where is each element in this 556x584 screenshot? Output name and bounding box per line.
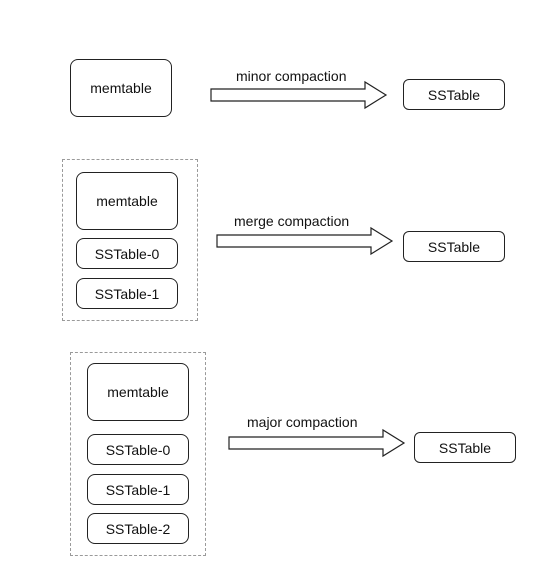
major-compaction-arrow (228, 428, 406, 458)
sstable-target-label: SSTable (427, 238, 481, 255)
sstable-0-label: SSTable-0 (94, 245, 160, 262)
sstable-0-label: SSTable-0 (105, 441, 171, 458)
major-compaction-label: major compaction (247, 414, 358, 430)
minor-compaction-label: minor compaction (236, 68, 347, 84)
sstable-target-box: SSTable (414, 432, 516, 463)
memtable-label: memtable (96, 193, 158, 209)
sstable-target-label: SSTable (427, 86, 481, 103)
memtable-box: memtable (87, 363, 189, 421)
sstable-2-label: SSTable-2 (105, 520, 171, 537)
sstable-1-box: SSTable-1 (76, 278, 178, 309)
memtable-box: memtable (76, 172, 178, 230)
sstable-target-box: SSTable (403, 231, 505, 262)
sstable-0-box: SSTable-0 (76, 238, 178, 269)
memtable-box: memtable (70, 59, 172, 117)
sstable-target-label: SSTable (438, 439, 492, 456)
merge-compaction-arrow (216, 226, 394, 256)
major-group (70, 352, 206, 556)
memtable-label: memtable (90, 80, 152, 96)
sstable-2-box: SSTable-2 (87, 513, 189, 544)
sstable-target-box: SSTable (403, 79, 505, 110)
sstable-0-box: SSTable-0 (87, 434, 189, 465)
sstable-1-label: SSTable-1 (105, 481, 171, 498)
minor-compaction-arrow (210, 80, 388, 110)
merge-compaction-label: merge compaction (234, 213, 350, 229)
sstable-1-label: SSTable-1 (94, 285, 160, 302)
sstable-1-box: SSTable-1 (87, 474, 189, 505)
merge-group (62, 159, 198, 321)
memtable-label: memtable (107, 384, 169, 400)
